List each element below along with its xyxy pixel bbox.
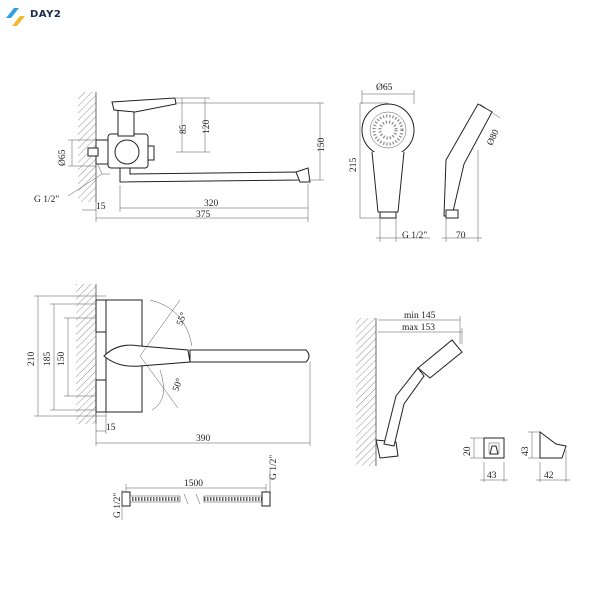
brand-logo bbox=[6, 8, 25, 26]
dim-hose-1500: 1500 bbox=[184, 479, 203, 489]
logo-stripe-blue-icon bbox=[6, 8, 19, 18]
dim-bottom-150: 150 bbox=[57, 352, 67, 367]
dim-shower-d65: Ø65 bbox=[376, 83, 393, 93]
holder-shower-handle bbox=[383, 367, 425, 447]
dim-bracket-20: 20 bbox=[463, 446, 473, 456]
dim-top-320: 320 bbox=[204, 199, 219, 209]
spout-top bbox=[189, 349, 310, 363]
dim-hose-g12-left: G 1/2" bbox=[113, 493, 123, 518]
wall-hatch bbox=[78, 92, 96, 202]
dim-bottom-50: 50° bbox=[170, 377, 185, 393]
dim-bottom-210: 210 bbox=[27, 352, 37, 367]
hand-shower-front-view bbox=[359, 90, 430, 242]
dim-holder-max153: max 153 bbox=[402, 323, 435, 333]
dim-bottom-15: 15 bbox=[106, 423, 116, 433]
top-mixer-view bbox=[67, 92, 324, 222]
logo-stripe-yellow-icon bbox=[12, 16, 25, 26]
bottom-mixer-view bbox=[34, 284, 311, 446]
dim-bottom-55: 55° bbox=[174, 311, 189, 327]
lever-top bbox=[103, 344, 191, 367]
dim-top-85: 85 bbox=[179, 124, 189, 134]
dim-top-d65: Ø65 bbox=[58, 149, 68, 166]
dim-shower-d80: Ø80 bbox=[486, 128, 502, 147]
hose-view bbox=[121, 470, 271, 520]
dim-shower-70: 70 bbox=[456, 231, 466, 241]
dim-holder-min145: min 145 bbox=[404, 311, 436, 321]
lever-handle bbox=[111, 97, 177, 113]
bracket-front-view bbox=[470, 437, 508, 482]
dim-shower-215: 215 bbox=[349, 158, 359, 173]
dim-top-120: 120 bbox=[202, 120, 212, 135]
dim-hose-g12-right: G 1/2" bbox=[269, 455, 279, 480]
dim-bottom-185: 185 bbox=[43, 352, 53, 367]
shower-holder-side-view bbox=[356, 316, 463, 466]
dim-top-150: 150 bbox=[317, 138, 327, 153]
spout bbox=[119, 167, 306, 183]
dim-bottom-390: 390 bbox=[196, 434, 211, 444]
dim-shower-g12: G 1/2" bbox=[402, 231, 427, 241]
dim-top-15: 15 bbox=[96, 202, 106, 212]
shower-handle bbox=[371, 151, 405, 213]
dim-top-g12: G 1/2" bbox=[34, 195, 59, 205]
dim-bracket-43-height: 43 bbox=[521, 446, 531, 456]
dim-bracket-42: 42 bbox=[544, 471, 554, 481]
dim-bracket-43-width: 43 bbox=[487, 471, 497, 481]
hand-shower-side-view bbox=[442, 103, 501, 242]
dim-top-375: 375 bbox=[196, 210, 211, 220]
holder-shower-head bbox=[417, 339, 463, 379]
bracket-side-view bbox=[528, 431, 570, 482]
brand-name: DAY2 bbox=[30, 9, 62, 20]
